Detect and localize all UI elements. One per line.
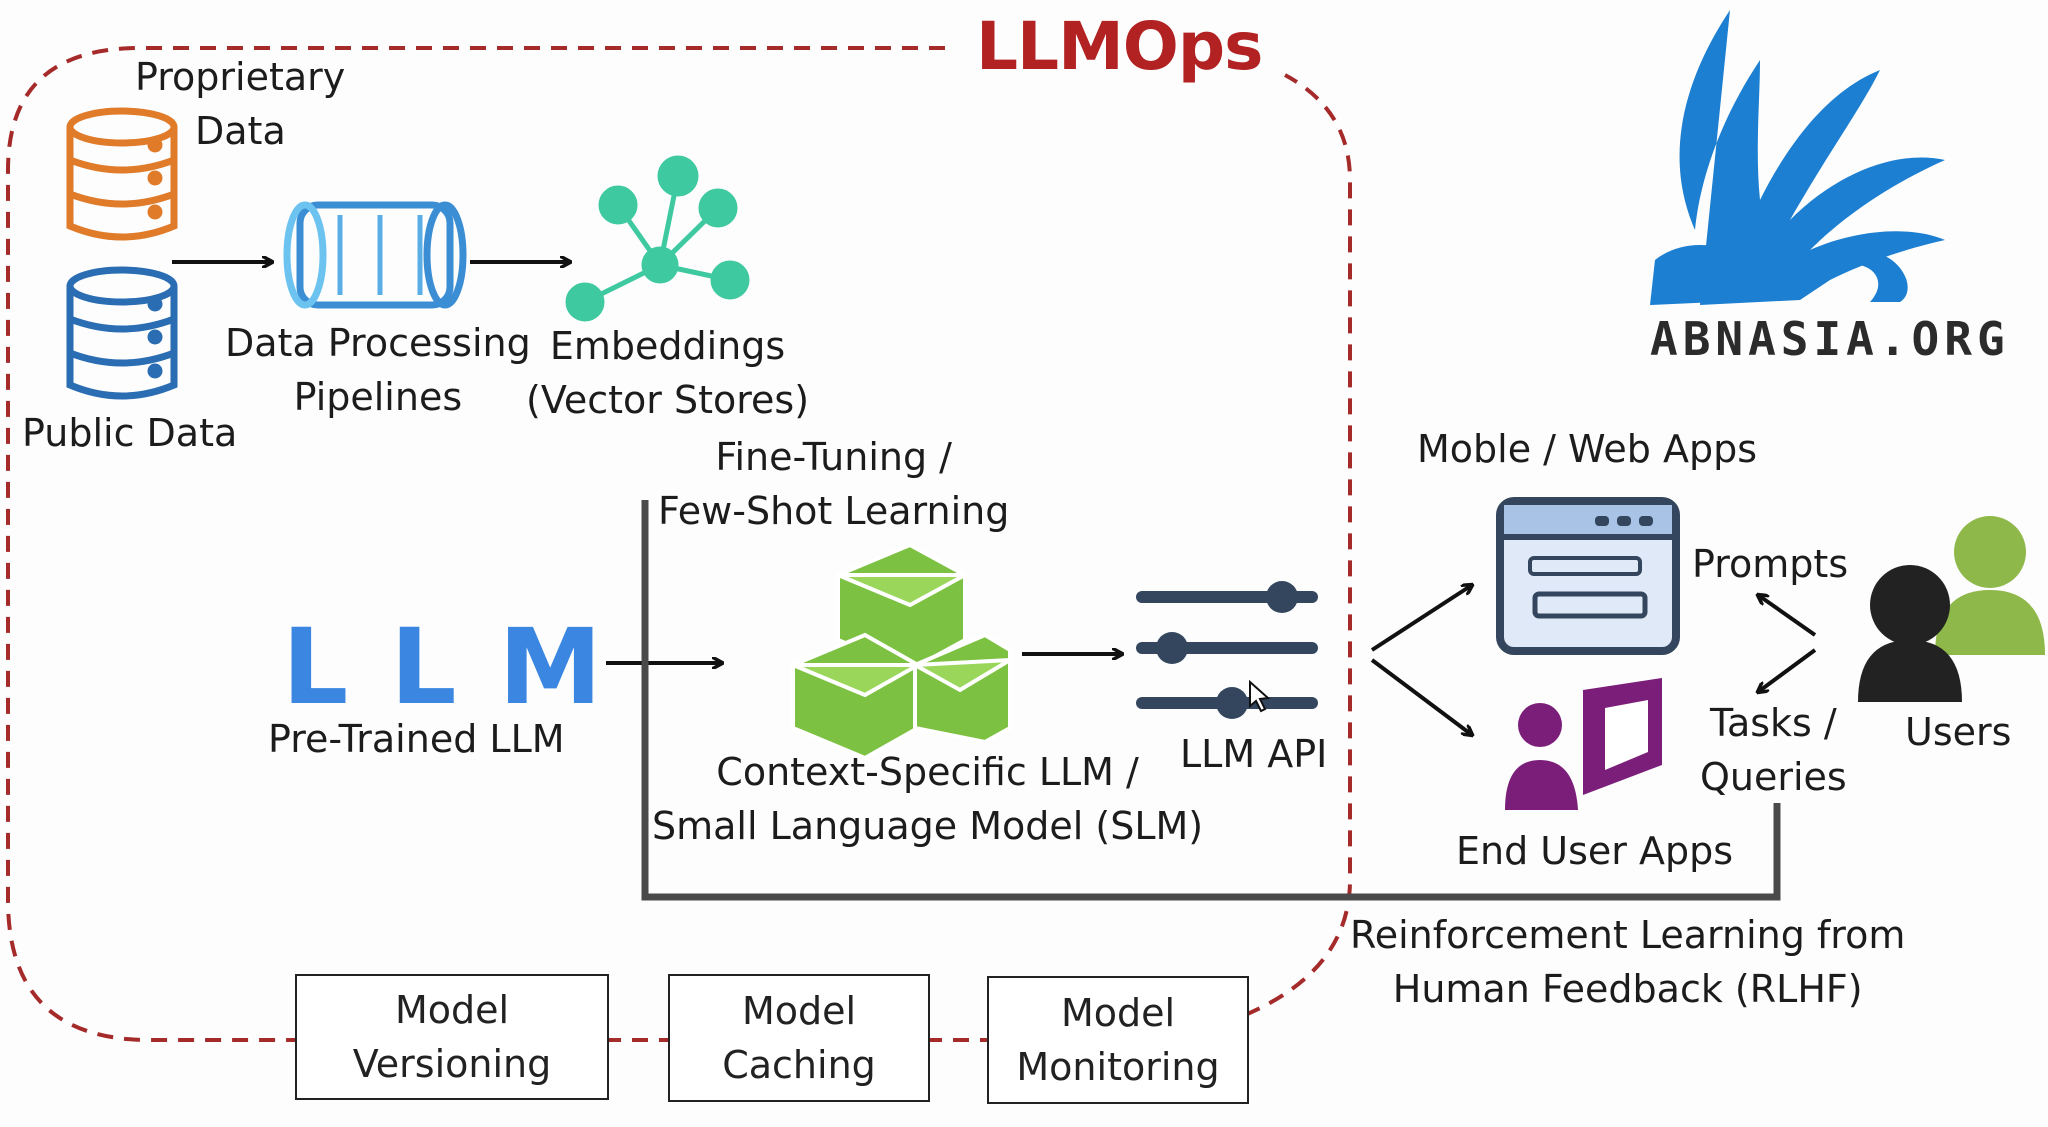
- end-user-apps-label: End User Apps: [1456, 829, 1734, 873]
- brand-wordmark: ABNASIA.ORG: [1650, 312, 2010, 366]
- griffin-logo: [1650, 10, 1945, 305]
- user-screen-icon: [1505, 678, 1662, 810]
- sliders-icon: [1136, 581, 1318, 719]
- fine-tuning-label: Fine-Tuning /Few-Shot Learning: [658, 435, 1010, 533]
- users-label: Users: [1905, 710, 2012, 754]
- tasks-label: Tasks /Queries: [1700, 701, 1847, 799]
- pipeline-icon: [283, 201, 467, 309]
- embeddings-label: Embeddings(Vector Stores): [526, 324, 810, 422]
- flow-arrows: [172, 262, 1817, 735]
- browser-window-icon: [1496, 497, 1680, 655]
- web-apps-label: Moble / Web Apps: [1417, 427, 1758, 471]
- cubes-icon: [791, 542, 1012, 761]
- llm-logo: LLM: [282, 606, 645, 728]
- public-data-label: Public Data: [22, 411, 238, 455]
- proprietary-database-icon: [66, 107, 178, 241]
- prompts-label: Prompts: [1692, 542, 1849, 586]
- network-icon: [565, 155, 750, 322]
- diagram-title: LLMOps: [976, 8, 1263, 85]
- users-icon: [1858, 516, 2045, 702]
- cursor-icon: [1249, 679, 1271, 713]
- context-llm-label: Context-Specific LLM /Small Language Mod…: [652, 750, 1204, 848]
- rlhf-loop-line: [641, 500, 1781, 901]
- llmops-boundary: [6, 46, 1352, 1042]
- proprietary-data-label: Proprietary Data: [135, 55, 346, 153]
- public-database-icon: [66, 266, 178, 400]
- llm-api-label: LLM API: [1180, 732, 1328, 776]
- pretrained-llm-label: Pre-Trained LLM: [268, 717, 565, 761]
